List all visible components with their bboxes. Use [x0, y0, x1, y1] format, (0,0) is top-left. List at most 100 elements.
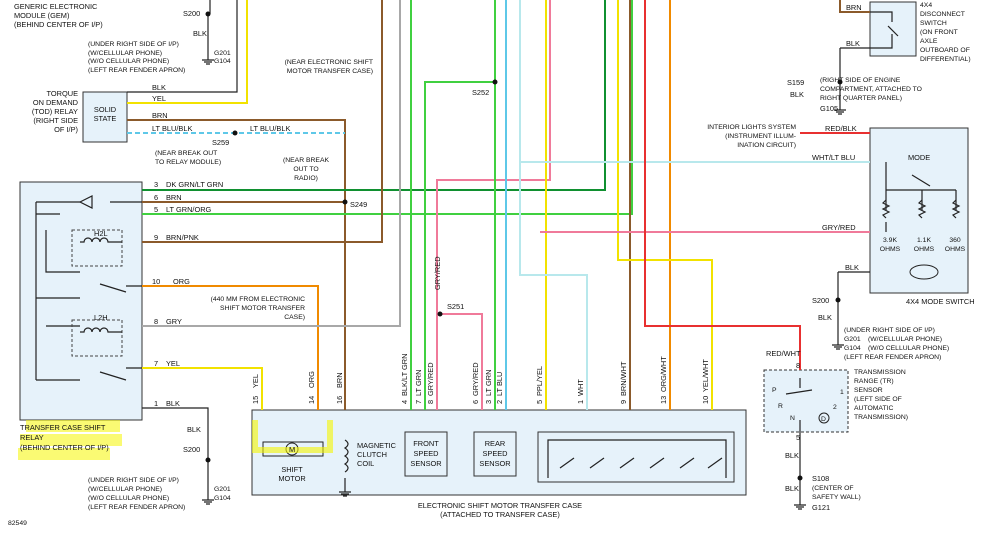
- ground-g201-bottom: [202, 499, 214, 505]
- interior-label: INTERIOR LIGHTS SYSTEM (INSTRUMENT ILLUM…: [707, 124, 796, 149]
- relay-pin-1: 1: [154, 399, 158, 408]
- disc-6: OUTBOARD OF: [920, 47, 970, 54]
- case-pin-3-color: LT GRN: [484, 370, 493, 396]
- wire-ltgrn-pin7: [424, 81, 495, 410]
- ohm-3-value: 360: [949, 237, 961, 244]
- clutch-3: COIL: [357, 459, 374, 468]
- tr-pin-8: 8: [796, 361, 800, 370]
- relay-pin-10-color: ORG: [173, 277, 190, 286]
- blk-tr-label: BLK: [785, 451, 799, 460]
- relay-pin-3: 3: [154, 180, 158, 189]
- relay-pin-5: 5: [154, 205, 158, 214]
- relay-pin-7-color: YEL: [166, 359, 180, 368]
- disconnect-label: 4X4 DISCONNECT SWITCH (ON FRONT AXLE OUT…: [920, 2, 971, 63]
- wire-ltgrn-org: [142, 0, 633, 215]
- rear-sensor-box: [473, 431, 517, 477]
- relay-h2l-coil: [80, 237, 122, 243]
- s259-note-2: TO RELAY MODULE): [155, 159, 221, 166]
- s259-note-1: (NEAR BREAK OUT: [155, 150, 217, 157]
- case-pin-15-color: YEL: [251, 374, 260, 388]
- case-pin-8-color: GRY/RED: [426, 362, 435, 396]
- case-pin-4: 4: [400, 400, 409, 404]
- tod-line-2: ON DEMAND: [33, 98, 78, 107]
- relay-l2h-coil: [80, 327, 122, 333]
- s108-note-2: SAFETY WALL): [812, 494, 861, 501]
- tod-line-5: OF I/P): [54, 125, 78, 134]
- blk-bottom-label: BLK: [187, 425, 201, 434]
- tod-line-4: (RIGHT SIDE: [33, 116, 78, 125]
- mode-wire-blk: BLK: [845, 263, 859, 272]
- ohm-1-unit: OHMS: [880, 246, 901, 253]
- rear-sensor-label: REAR SPEED SENSOR: [479, 439, 510, 468]
- s159-note-1: (RIGHT SIDE OF ENGINE: [820, 77, 901, 84]
- gem-line-1: GENERIC ELECTRONIC: [14, 2, 98, 11]
- splice-s259: [232, 130, 238, 136]
- g201-right-id: G201: [844, 336, 861, 343]
- case-pin-2: 2: [495, 400, 504, 404]
- g104-top-id: G104: [214, 58, 231, 65]
- mm440-note: (440 MM FROM ELECTRONIC SHIFT MOTOR TRAN…: [211, 296, 306, 321]
- mode-wire-whtltblu: WHT/LT BLU: [812, 153, 855, 162]
- blk-s159-label: BLK: [790, 90, 804, 99]
- relay-h2l-frame: [71, 229, 123, 267]
- tod-wire-blk: BLK: [152, 83, 166, 92]
- case-pin-7: 7: [414, 400, 423, 404]
- interior-3: INATION CIRCUIT): [737, 142, 796, 149]
- clutch-2: CLUTCH: [357, 450, 387, 459]
- g201-right-line-2: (W/CELLULAR PHONE): [868, 336, 942, 343]
- case-pin-2-color: LT BLU: [495, 372, 504, 396]
- ohm-2-unit: OHMS: [914, 246, 935, 253]
- mm440-3: CASE): [284, 314, 305, 321]
- splice-s159: [837, 79, 843, 85]
- ohm-1-value: 3.9K: [883, 237, 897, 244]
- ohms-labels: 3.9K OHMS 1.1K OHMS 360 OHMS: [880, 237, 966, 253]
- wire-yel-tod: [127, 0, 248, 104]
- ground-g121: [794, 504, 806, 510]
- relay-pin-7: 7: [154, 359, 158, 368]
- wire-org: [142, 285, 319, 410]
- disc-1: 4X4: [920, 2, 932, 9]
- g201-bottom-label: (UNDER RIGHT SIDE OF I/P) (W/CELLULAR PH…: [88, 477, 231, 511]
- near-esm-2: MOTOR TRANSFER CASE): [287, 68, 373, 75]
- s251-label: S251: [447, 302, 464, 311]
- wire-brn-disconnect: [839, 0, 870, 13]
- relay-name-highlight: [18, 420, 122, 460]
- tr-letter-2: 2: [833, 404, 837, 411]
- front-sensor-box: [404, 431, 448, 477]
- motor-highlight: [252, 420, 333, 453]
- wire-blk-relay: [142, 407, 209, 500]
- gem-line-3: (BEHIND CENTER OF I/P): [14, 20, 103, 29]
- s200-right-label: S200: [812, 296, 829, 305]
- tr-letter-r: R: [778, 403, 783, 410]
- case-pin-labels: 15 YEL 14 ORG 16 BRN 4 BLK/LT GRN 7 LT G…: [251, 354, 710, 404]
- case-pin-15: 15: [251, 396, 260, 404]
- g105-label: G105: [820, 104, 838, 113]
- l2h-label: L2H: [94, 313, 108, 322]
- tr-4: (LEFT SIDE OF: [854, 396, 902, 403]
- solid-state-label: SOLID STATE: [94, 105, 117, 123]
- s108-note-1: (CENTER OF: [812, 485, 854, 492]
- near-break-1: (NEAR BREAK: [283, 157, 330, 164]
- relay-l2h-frame: [71, 319, 123, 357]
- wire-wht: [519, 0, 588, 410]
- tr-letter-d: D: [821, 416, 826, 423]
- case-name-2: (ATTACHED TO TRANSFER CASE): [440, 510, 560, 519]
- case-pin-13-color: ORG/WHT: [659, 356, 668, 392]
- h2l-label: H2L: [94, 229, 108, 238]
- splice-s251: [437, 311, 443, 317]
- s159-note-3: RIGHT QUARTER PANEL): [820, 95, 902, 102]
- blk-right-label: BLK: [818, 313, 832, 322]
- mode-wire-redblk: RED/BLK: [825, 124, 857, 133]
- case-pin-16: 16: [335, 396, 344, 404]
- s200-top-label: S200: [183, 9, 200, 18]
- solid-line-1: SOLID: [94, 105, 116, 114]
- mm440-2: SHIFT MOTOR TRANSFER: [220, 305, 305, 312]
- case-pin-8: 8: [426, 400, 435, 404]
- g201-bottom-id: G201: [214, 486, 231, 493]
- shift-motor-label: SHIFT MOTOR: [278, 465, 305, 483]
- disc-2: DISCONNECT: [920, 11, 965, 18]
- case-pin-10-color: YEL/WHT: [701, 359, 710, 392]
- case-pin-5-color: PPL/YEL: [535, 366, 544, 396]
- rear-sensor-3: SENSOR: [479, 459, 510, 468]
- relay-pin-labels: 3 DK GRN/LT GRN 6 BRN 5 LT GRN/ORG 9 BRN…: [152, 180, 223, 408]
